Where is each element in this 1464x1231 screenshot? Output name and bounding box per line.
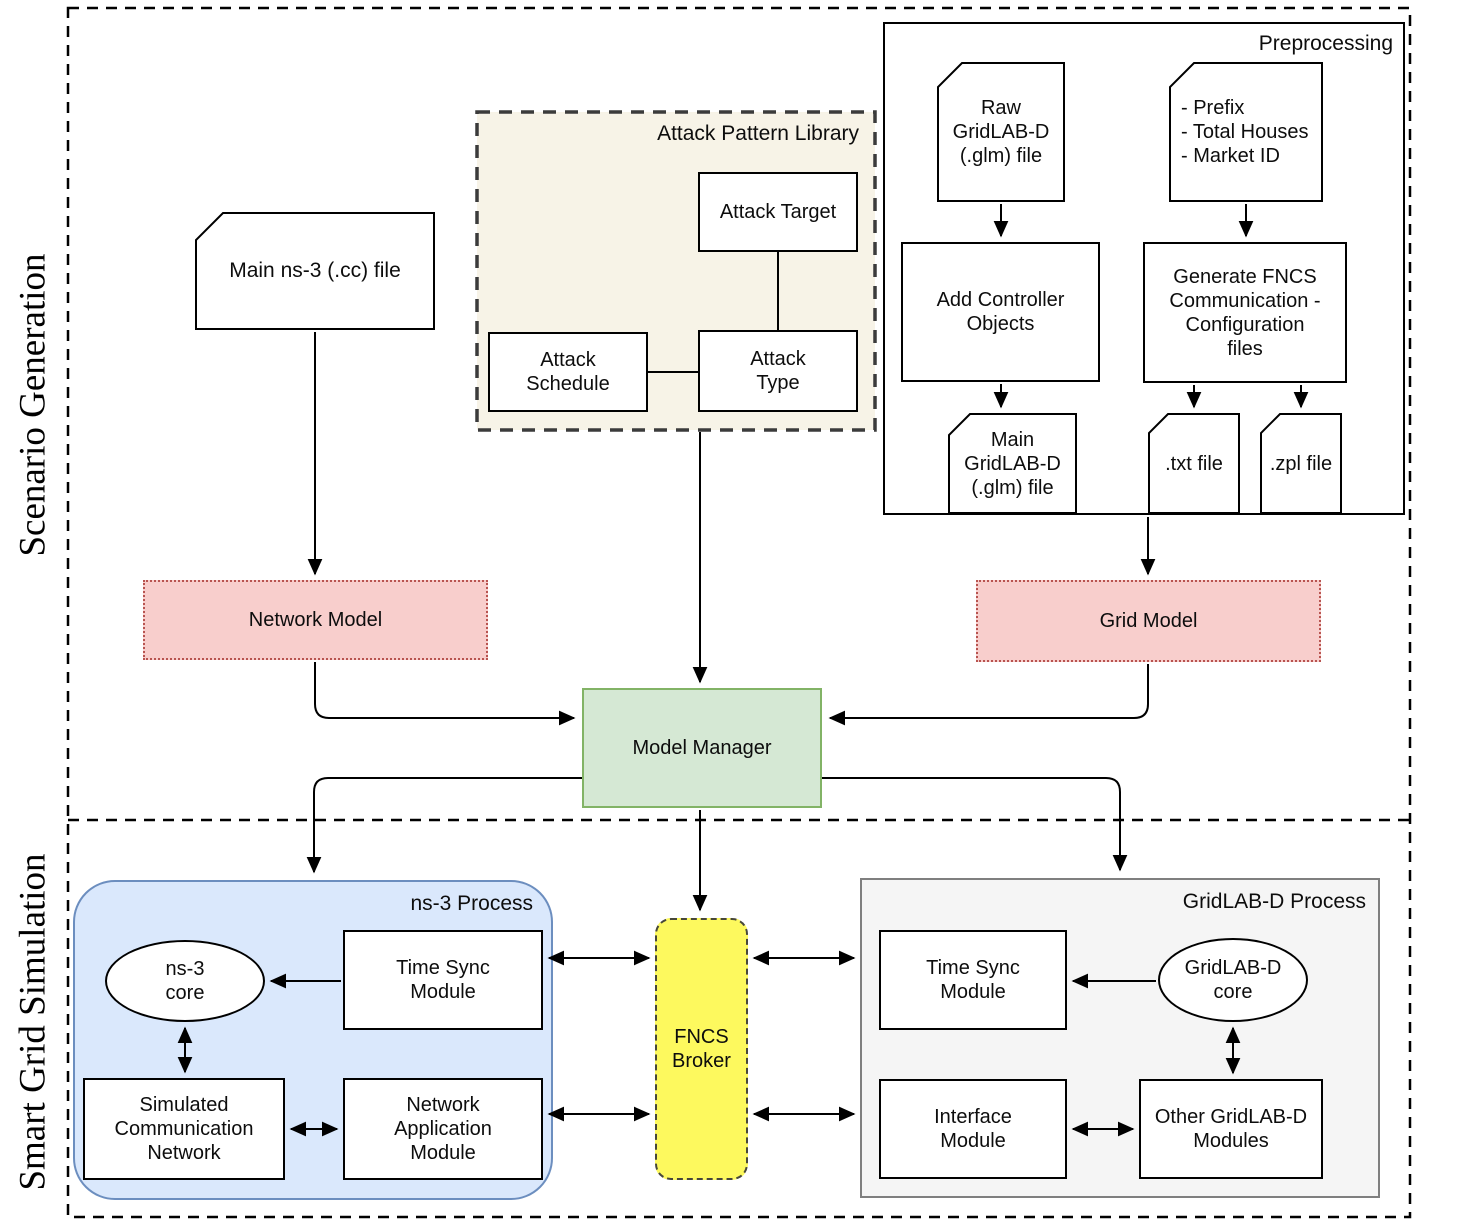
simulated-communication-network-node: Simulated Communication Network [83,1078,285,1180]
arrow-networkmodel-to-modelmanager [314,662,576,726]
scenario-generation-label: Scenario Generation [12,253,54,557]
arrow-modelmanager-to-ns3process [306,777,582,874]
gridlabd-core-node: GridLAB-D core [1158,938,1308,1022]
preprocessing-title: Preprocessing [1258,32,1393,55]
smart-grid-simulation-label: Smart Grid Simulation [12,853,54,1191]
network-model-node: Network Model [143,580,488,660]
ns3-time-sync-module-node: Time Sync Module [343,930,543,1030]
network-application-module-node: Network Application Module [343,1078,543,1180]
attack-schedule-node: Attack Schedule [488,332,648,412]
preprocessing-params-node: - Prefix - Total Houses - Market ID [1169,62,1323,202]
txt-file-node: .txt file [1148,413,1240,514]
main-gridlabd-file-node: Main GridLAB-D (.glm) file [948,413,1077,514]
main-gridlabd-file-label: Main GridLAB-D (.glm) file [964,428,1061,499]
other-gridlabd-modules-node: Other GridLAB-D Modules [1139,1079,1323,1179]
raw-gridlabd-file-node: Raw GridLAB-D (.glm) file [937,62,1065,202]
zpl-file-label: .zpl file [1269,452,1333,475]
attack-type-node: Attack Type [698,330,858,412]
txt-file-label: .txt file [1165,452,1223,475]
ns3-core-node: ns-3 core [105,940,265,1022]
model-manager-node: Model Manager [582,688,822,808]
main-ns3-file-label: Main ns-3 (.cc) file [229,259,401,283]
main-ns3-file-node: Main ns-3 (.cc) file [195,212,435,330]
attack-target-node: Attack Target [698,172,858,252]
raw-gridlabd-file-label: Raw GridLAB-D (.glm) file [952,97,1050,167]
interface-module-node: Interface Module [879,1079,1067,1179]
ns3-process-title: ns-3 Process [410,892,533,915]
grid-model-node: Grid Model [976,580,1321,662]
preprocessing-params-label: - Prefix - Total Houses - Market ID [1181,97,1309,167]
generate-fncs-node: Generate FNCS Communication - Configurat… [1143,242,1347,383]
add-controller-objects-node: Add Controller Objects [901,242,1100,382]
fncs-broker-node: FNCS Broker [655,918,748,1180]
zpl-file-node: .zpl file [1260,413,1342,514]
gridlabd-time-sync-module-node: Time Sync Module [879,930,1067,1030]
gridlabd-process-title: GridLAB-D Process [1182,890,1366,913]
arrow-modelmanager-to-gridlabdprocess [822,777,1128,872]
attack-pattern-library-title: Attack Pattern Library [657,122,859,145]
arrow-gridmodel-to-modelmanager [828,664,1149,726]
